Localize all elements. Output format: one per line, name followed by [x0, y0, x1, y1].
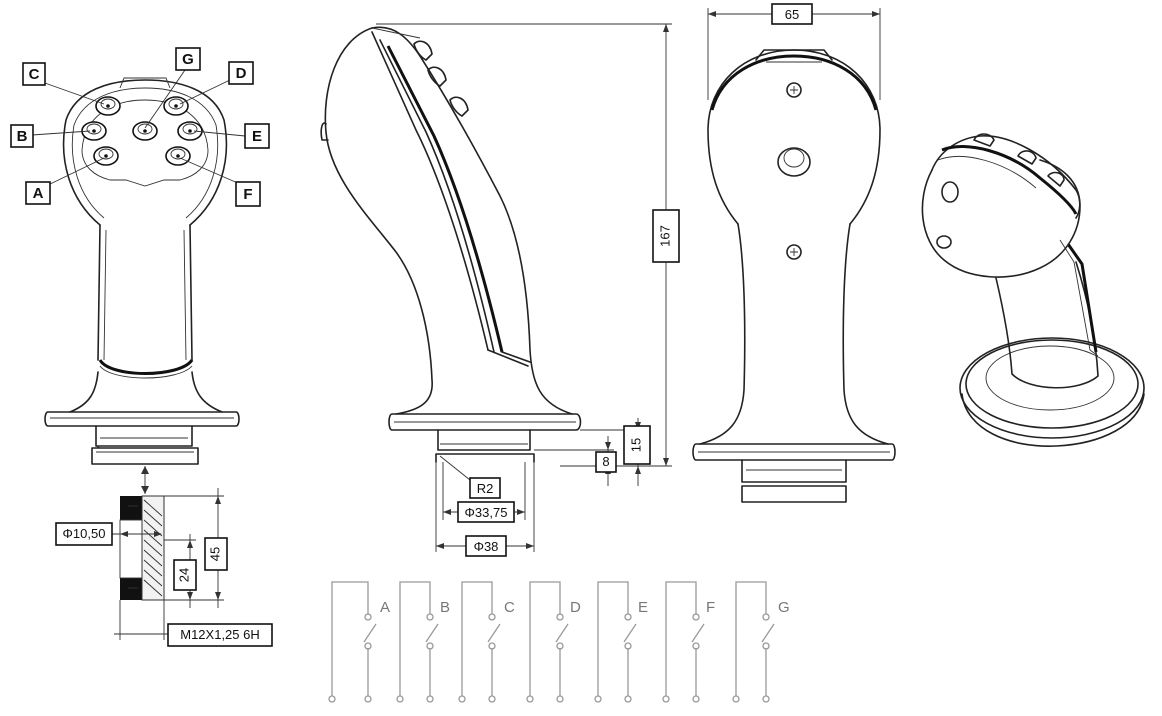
callout-label-a: A: [33, 185, 44, 202]
front-view: [44, 77, 240, 465]
dim-base-height: 15: [628, 438, 643, 452]
button-e: [177, 121, 203, 141]
callout-label-f: F: [243, 186, 252, 203]
button-f: [165, 146, 191, 166]
back-view: 65: [692, 3, 896, 503]
button-g: [132, 121, 158, 141]
button-a: [93, 146, 119, 166]
switch-label-b: B: [440, 599, 450, 616]
dim-diameter-outer: Φ38: [474, 539, 499, 554]
dim-height-total: 167: [657, 225, 672, 247]
switch-g: G: [732, 581, 790, 703]
button-c: [95, 96, 121, 116]
switch-d: D: [526, 581, 581, 703]
button-b: [81, 121, 107, 141]
switch-label-e: E: [638, 599, 648, 616]
callout-label-c: C: [29, 66, 40, 83]
dim-radius: R2: [477, 481, 494, 496]
switch-schematics: A B C D E: [328, 581, 790, 703]
button-d: [163, 96, 189, 116]
switch-label-d: D: [570, 599, 581, 616]
dim-bore-diameter: Φ10,50: [63, 526, 106, 541]
isometric-view: [921, 133, 1145, 447]
side-view: [320, 26, 582, 463]
callout-label-e: E: [252, 128, 262, 145]
switch-a: A: [328, 581, 390, 703]
dim-diameter-inner: Φ33,75: [465, 505, 508, 520]
side-dimensions: 167 15 8 R2 Φ33,75 Φ38: [376, 23, 680, 557]
switch-b: B: [396, 581, 450, 703]
switch-label-c: C: [504, 599, 515, 616]
callout-label-d: D: [236, 65, 247, 82]
callout-label-b: B: [17, 128, 28, 145]
callout-label-g: G: [182, 51, 194, 68]
front-buttons: [81, 96, 203, 166]
switch-e: E: [594, 581, 648, 703]
dim-thread-depth: 24: [176, 568, 191, 582]
switch-label-a: A: [380, 599, 390, 616]
switch-label-g: G: [778, 599, 790, 616]
dim-width-top: 65: [785, 7, 799, 22]
insert-section: 45 24 Φ10,50 M12X1,25 6H: [55, 466, 273, 647]
dim-insert-height: 45: [207, 547, 222, 561]
dim-thread-spec: M12X1,25 6H: [180, 627, 260, 642]
dim-base-step: 8: [602, 454, 609, 469]
switch-c: C: [458, 581, 515, 703]
switch-label-f: F: [706, 599, 715, 616]
button-callouts: C G D B E A F: [10, 47, 270, 207]
switch-f: F: [662, 581, 715, 703]
